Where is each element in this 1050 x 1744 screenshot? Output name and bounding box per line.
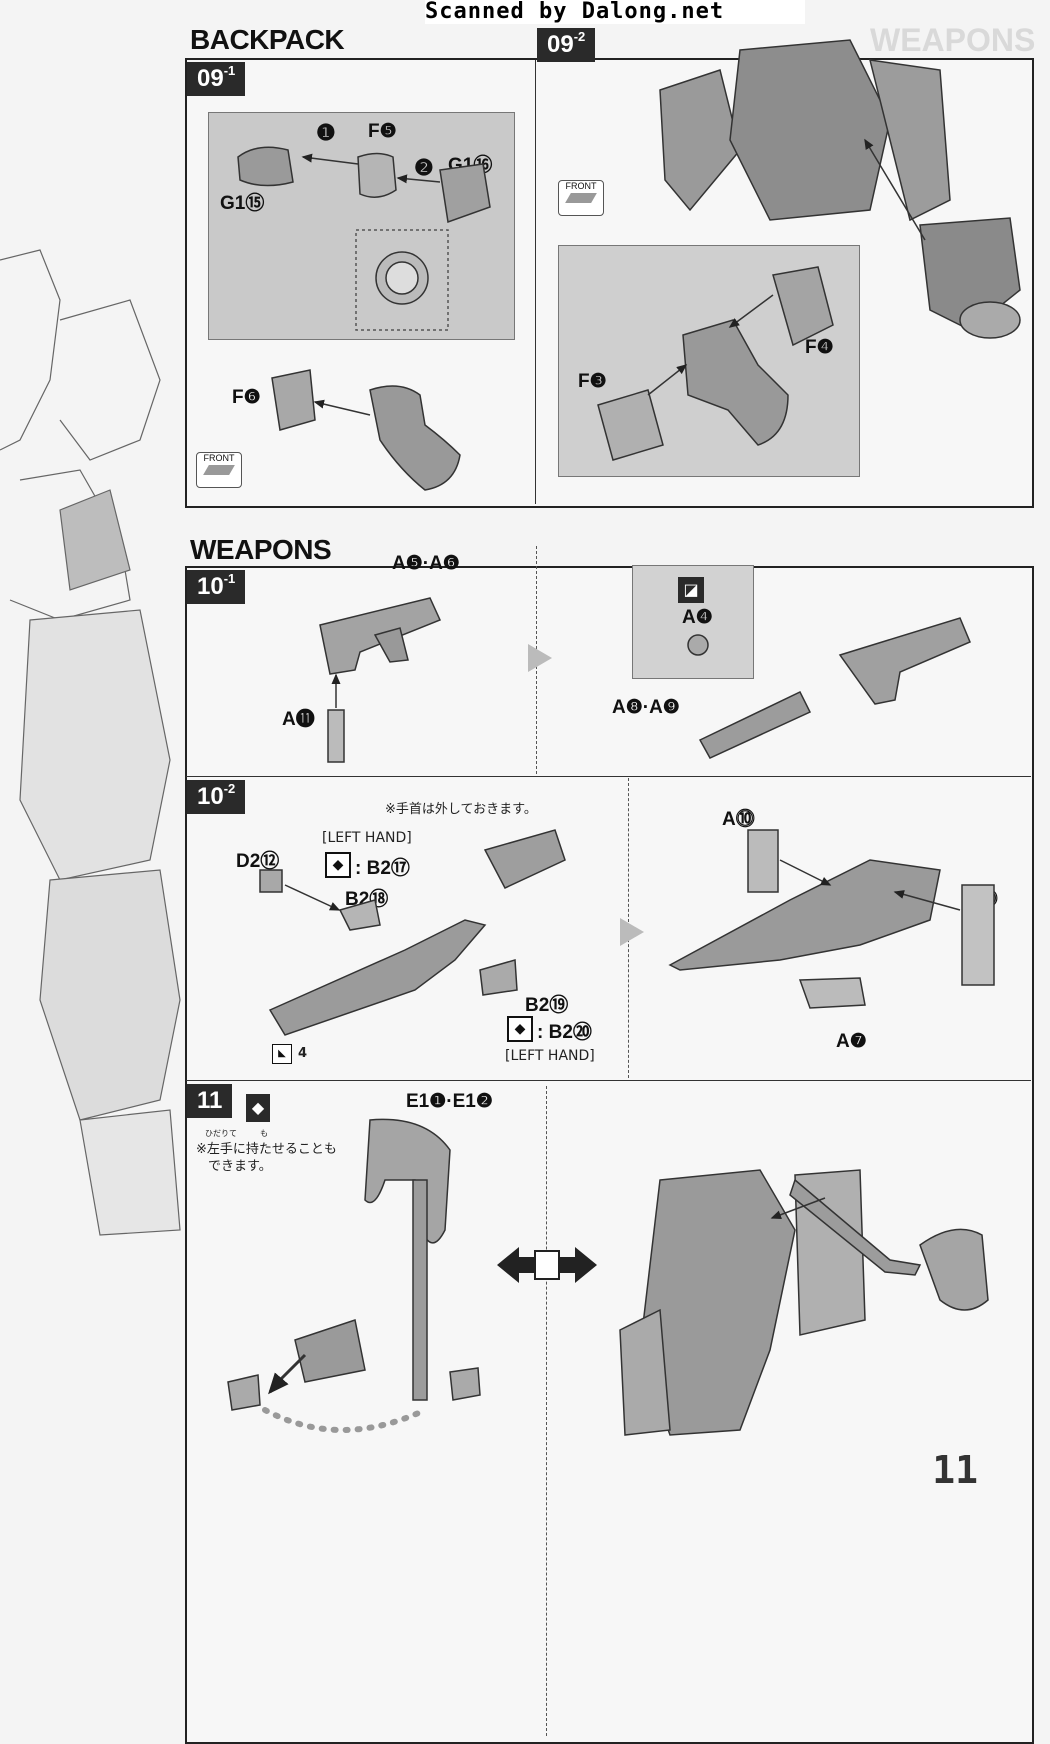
robot-torso-backpack-mount [659,39,1021,339]
page-number: 11 [932,1448,978,1492]
backpack-f3-f4-assembly [597,266,834,461]
ruby-mo: も [260,1129,268,1138]
label-a11: A⓫ [282,709,315,730]
part-count-icon: ◣ [272,1044,292,1064]
label-g1-15: G1⑮ [220,193,265,214]
next-step-arrow-icon [528,644,552,672]
label-b2-17: : B2⑰ [355,858,410,879]
front-arrow-icon-2 [565,193,597,203]
note-remove-wrist: ※手首は外しておきます。 [385,802,537,817]
front-indicator-badge-2: FRONT [558,180,604,216]
robot-lineart-illustration [0,249,181,1236]
rifle-body-assembly [319,597,442,763]
robot-hip-axe-mount [619,1169,989,1436]
label-d2-12: D2⑫ [236,851,280,872]
heat-axe-hand-assembly [227,1118,481,1433]
step-10-1-tag: 10-1 [187,570,246,604]
label-order-1: ❶ [316,120,336,145]
label-e1-1-e1-2: E1❶·E1❷ [406,1091,493,1112]
label-a8-a9: A❽·A❾ [612,697,680,718]
step-10-2-tag: 10-2 [187,780,246,814]
step-09-1-tag: 09-1 [187,62,246,96]
label-a5-a6: A❺·A❻ [392,553,460,574]
label-f6: F❻ [232,387,261,408]
step-09-2-tag: 09-2 [537,28,596,62]
left-right-swap-icon: ◆ [325,852,351,878]
rifle-barrel-assembly [687,617,971,759]
backpack-thruster-assembly [271,369,461,491]
label-a4: A❹ [682,607,713,628]
front-indicator-badge: FRONT [196,452,242,488]
left-right-swap-icon-3: ◆ [246,1094,270,1122]
step-11-tag: 11 [187,1084,233,1118]
label-order-2: ❷ [414,155,434,180]
note-left-hand-line2: できます。 [208,1159,272,1174]
weapons-section-title: WEAPONS [190,534,332,565]
left-hand-label-1: [LEFT HAND] [322,830,412,846]
thruster-parts-diagram [237,146,491,331]
long-rifle-final-assembly [668,829,995,1009]
label-b2-20: : B2⑳ [537,1022,592,1043]
next-step-arrow-icon-2 [620,918,644,946]
part-count-number: 4 [298,1046,308,1061]
label-a10-1: A⓾ [722,809,755,830]
left-hand-label-2: [LEFT HAND] [505,1048,595,1064]
ruby-hidarite: ひだりて [205,1129,237,1138]
label-f4: F❹ [805,337,834,358]
label-a7: A❼ [836,1031,867,1052]
scanner-watermark: Scanned by Dalong.net [425,0,805,24]
front-indicator-label: FRONT [203,453,235,463]
label-f5: F❺ [368,121,397,142]
cut-mark-icon: ◪ [678,577,704,603]
front-arrow-icon [203,465,235,475]
note-left-hand-line1: ※左手に持たせることも [196,1142,337,1157]
backpack-section-title: BACKPACK [190,24,345,55]
label-f3: F❸ [578,371,607,392]
swap-arrows-icon [497,1247,597,1283]
left-right-swap-icon-2: ◆ [507,1016,533,1042]
front-indicator-label-2: FRONT [565,181,597,191]
label-b2-19: B2⑲ [525,995,569,1016]
long-rifle-hand-assembly [259,829,566,1036]
